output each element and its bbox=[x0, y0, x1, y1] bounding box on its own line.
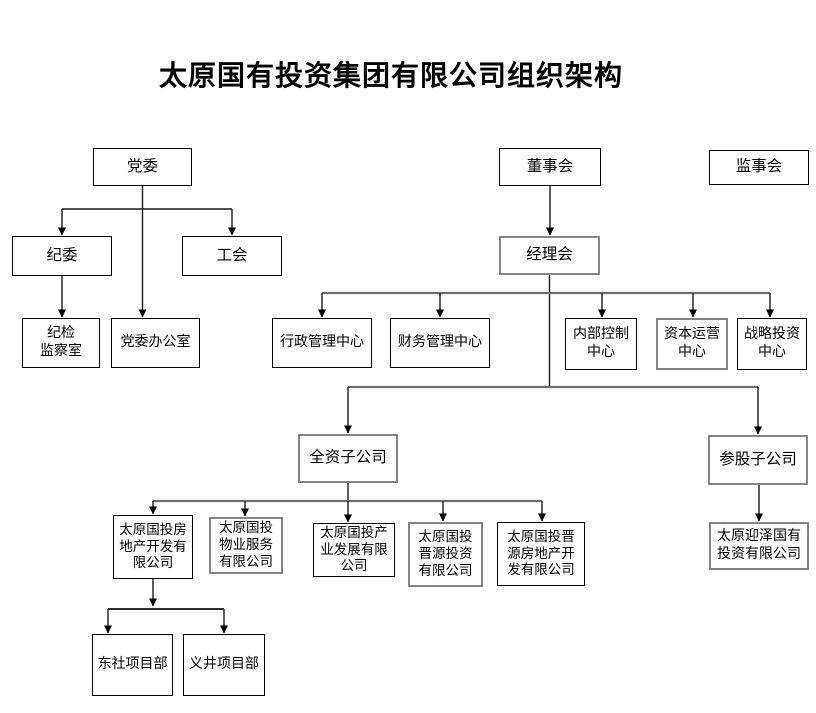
node-capital-operation-center: 资本运营 中心 bbox=[656, 318, 728, 370]
node-jinyuan-real-estate-co: 太原国投晋 源房地产开 发有限公司 bbox=[497, 522, 585, 586]
node-finance-management-center: 财务管理中心 bbox=[390, 318, 490, 368]
node-industry-development-co: 太原国投产 业发展有限 公司 bbox=[313, 523, 395, 577]
node-wholly-owned-subsidiaries: 全资子公司 bbox=[298, 434, 398, 483]
node-board-of-directors: 董事会 bbox=[499, 148, 601, 186]
node-admin-management-center: 行政管理中心 bbox=[272, 318, 372, 368]
node-jinyuan-investment-co: 太原国投 晋源投资 有限公司 bbox=[408, 522, 483, 587]
node-internal-control-center: 内部控制 中心 bbox=[565, 318, 637, 370]
node-yijing-project-dept: 义井项目部 bbox=[183, 634, 265, 696]
node-managers-council: 经理会 bbox=[499, 236, 600, 275]
node-dongshe-project-dept: 东社项目部 bbox=[92, 634, 173, 696]
node-real-estate-development-co: 太原国投房 地产开发有 限公司 bbox=[113, 515, 193, 579]
node-discipline-committee: 纪委 bbox=[12, 236, 112, 276]
node-party-committee: 党委 bbox=[93, 148, 192, 186]
node-property-service-co: 太原国投 物业服务 有限公司 bbox=[209, 517, 283, 574]
chart-title: 太原国有投资集团有限公司组织架构 bbox=[158, 61, 623, 92]
node-yingze-investment-co: 太原迎泽国有 投资有限公司 bbox=[709, 522, 809, 570]
node-party-committee-office: 党委办公室 bbox=[111, 318, 200, 368]
node-discipline-inspection-office: 纪检 监察室 bbox=[22, 318, 100, 368]
node-equity-participation-subsidiaries: 参股子公司 bbox=[708, 435, 808, 485]
node-board-of-supervisors: 监事会 bbox=[709, 150, 809, 185]
node-labor-union: 工会 bbox=[182, 236, 282, 276]
node-strategic-investment-center: 战略投资 中心 bbox=[737, 318, 807, 370]
